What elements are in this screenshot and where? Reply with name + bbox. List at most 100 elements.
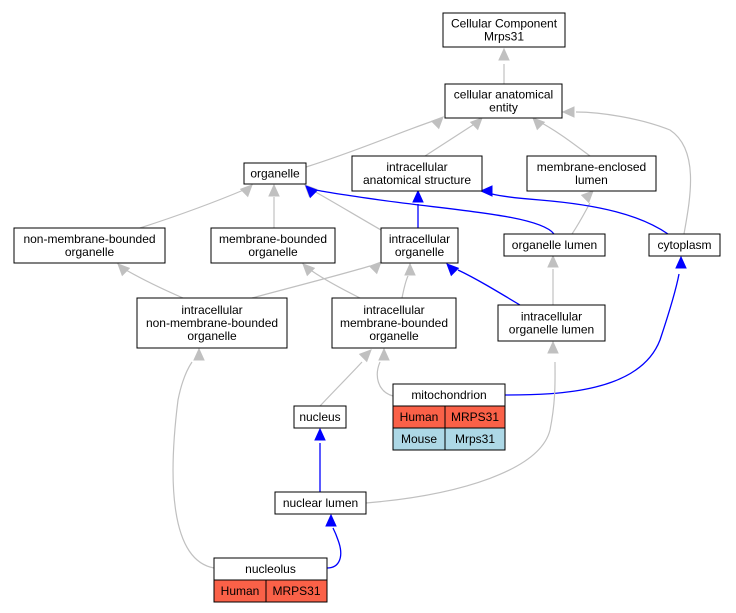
species-label: Human bbox=[221, 584, 260, 598]
is-a-edge-line bbox=[575, 111, 692, 235]
node-label-line: anatomical structure bbox=[363, 173, 471, 187]
arrowhead-icon bbox=[325, 513, 337, 527]
node-box bbox=[331, 297, 457, 349]
edge-nucleus-to-intracellular_membrane_bounded_organelle bbox=[319, 349, 372, 407]
edge-non_membrane_bounded_organelle-to-organelle bbox=[139, 184, 253, 229]
node-label-line: organelle lumen bbox=[512, 238, 597, 252]
is-a-edge-line bbox=[401, 275, 409, 299]
is-a-edge-line bbox=[125, 269, 184, 299]
edge-mitochondrion-to-intracellular_membrane_bounded_organelle bbox=[376, 347, 394, 397]
species-label: Mouse bbox=[401, 432, 437, 446]
arrowhead-icon bbox=[268, 183, 280, 197]
part-of-edge-line bbox=[504, 273, 680, 396]
edge-organelle_lumen-to-membrane_enclosed_lumen bbox=[571, 190, 594, 235]
edge-intracellular_membrane_bounded_organelle-to-intracellular_organelle bbox=[401, 262, 416, 299]
edge-membrane_enclosed_lumen-to-cellular_anatomical_entity bbox=[532, 117, 591, 157]
node-box bbox=[497, 304, 606, 342]
is-a-edge-line bbox=[311, 189, 382, 231]
is-a-edge-line bbox=[376, 361, 394, 397]
node-label-line: organelle lumen bbox=[509, 323, 594, 337]
node-box bbox=[293, 405, 347, 429]
node-label-line: organelle bbox=[250, 167, 300, 181]
edge-mitochondrion-to-cytoplasm bbox=[504, 255, 687, 396]
edge-cellular_anatomical_entity-to-root bbox=[498, 47, 510, 84]
node-label-line: organelle bbox=[395, 245, 445, 259]
is-a-edge-line bbox=[539, 121, 591, 157]
is-a-edge-line bbox=[365, 361, 556, 504]
edge-nucleolus-to-intracellular_non_membrane_bounded_organelle bbox=[172, 347, 215, 569]
edge-nucleolus-to-nuclear_lumen bbox=[325, 513, 342, 569]
node-box bbox=[351, 155, 483, 192]
gene-cell bbox=[444, 427, 506, 451]
node-cytoplasm[interactable]: cytoplasm bbox=[648, 233, 721, 257]
arrowhead-icon bbox=[547, 254, 559, 268]
arrowhead-icon bbox=[302, 263, 316, 277]
node-box bbox=[210, 227, 336, 264]
gene-cell bbox=[265, 579, 328, 603]
edge-intracellular_organelle-to-intracellular_anatomical_structure bbox=[412, 189, 424, 228]
arrowhead-icon bbox=[469, 117, 483, 131]
is-a-edge-line bbox=[319, 361, 363, 407]
edge-organelle-to-cellular_anatomical_entity bbox=[305, 116, 444, 168]
edge-intracellular_anatomical_structure-to-cellular_anatomical_entity bbox=[424, 117, 483, 157]
arrowhead-icon bbox=[561, 106, 575, 118]
node-label-line: non-membrane-bounded bbox=[146, 316, 278, 330]
node-box bbox=[274, 491, 367, 515]
node-label-line: lumen bbox=[575, 173, 608, 187]
node-nucleus[interactable]: nucleus bbox=[293, 405, 347, 429]
node-label-line: organelle bbox=[248, 245, 298, 259]
node-box bbox=[136, 297, 288, 349]
edge-organelle_lumen-to-organelle bbox=[305, 185, 555, 235]
arrowhead-icon bbox=[580, 190, 594, 204]
node-box bbox=[380, 227, 459, 264]
part-of-edge-line bbox=[315, 189, 555, 235]
is-a-edge-line bbox=[139, 188, 247, 229]
arrowhead-icon bbox=[305, 185, 319, 199]
node-box bbox=[503, 233, 606, 257]
node-nuclear-lumen[interactable]: nuclear lumen bbox=[274, 491, 367, 515]
edge-intracellular_non_membrane_bounded_organelle-to-non_membrane_bounded_organelle bbox=[117, 263, 184, 299]
is-a-edge-line bbox=[311, 270, 361, 299]
edge-intracellular_non_membrane_bounded_organelle-to-intracellular_organelle bbox=[251, 261, 382, 299]
node-box bbox=[13, 227, 166, 264]
part-of-edge-line bbox=[326, 527, 342, 569]
node-title: nucleolus bbox=[245, 562, 296, 576]
node-organelle-lumen[interactable]: organelle lumen bbox=[503, 233, 606, 257]
edges-layer bbox=[117, 47, 692, 569]
edge-membrane_bounded_organelle-to-organelle bbox=[268, 183, 280, 228]
arrowhead-icon bbox=[404, 262, 416, 276]
node-label-line: intracellular bbox=[389, 232, 450, 246]
species-label: Human bbox=[400, 410, 439, 424]
node-label-line: Cellular Component bbox=[451, 17, 558, 31]
node-label-line: organelle bbox=[65, 245, 115, 259]
node-organelle[interactable]: organelle bbox=[243, 162, 307, 185]
arrowhead-icon bbox=[314, 427, 326, 441]
node-label-line: intracellular bbox=[521, 310, 582, 324]
node-label-line: intracellular bbox=[181, 303, 242, 317]
node-box bbox=[526, 155, 657, 192]
node-label-line: organelle bbox=[187, 329, 237, 343]
node-box bbox=[243, 162, 307, 185]
node-label-line: membrane-bounded bbox=[340, 316, 448, 330]
node-intracellular-non-membrane-bounded-organelle[interactable]: intracellularnon-membrane-boundedorganel… bbox=[136, 297, 288, 349]
is-a-edge-line bbox=[305, 119, 437, 168]
node-label-line: cellular anatomical bbox=[454, 88, 553, 102]
arrowhead-icon bbox=[532, 117, 546, 131]
arrowhead-icon bbox=[378, 347, 390, 361]
node-title: mitochondrion bbox=[411, 388, 486, 402]
node-label-line: entity bbox=[489, 101, 518, 115]
is-a-edge-line bbox=[424, 122, 477, 157]
